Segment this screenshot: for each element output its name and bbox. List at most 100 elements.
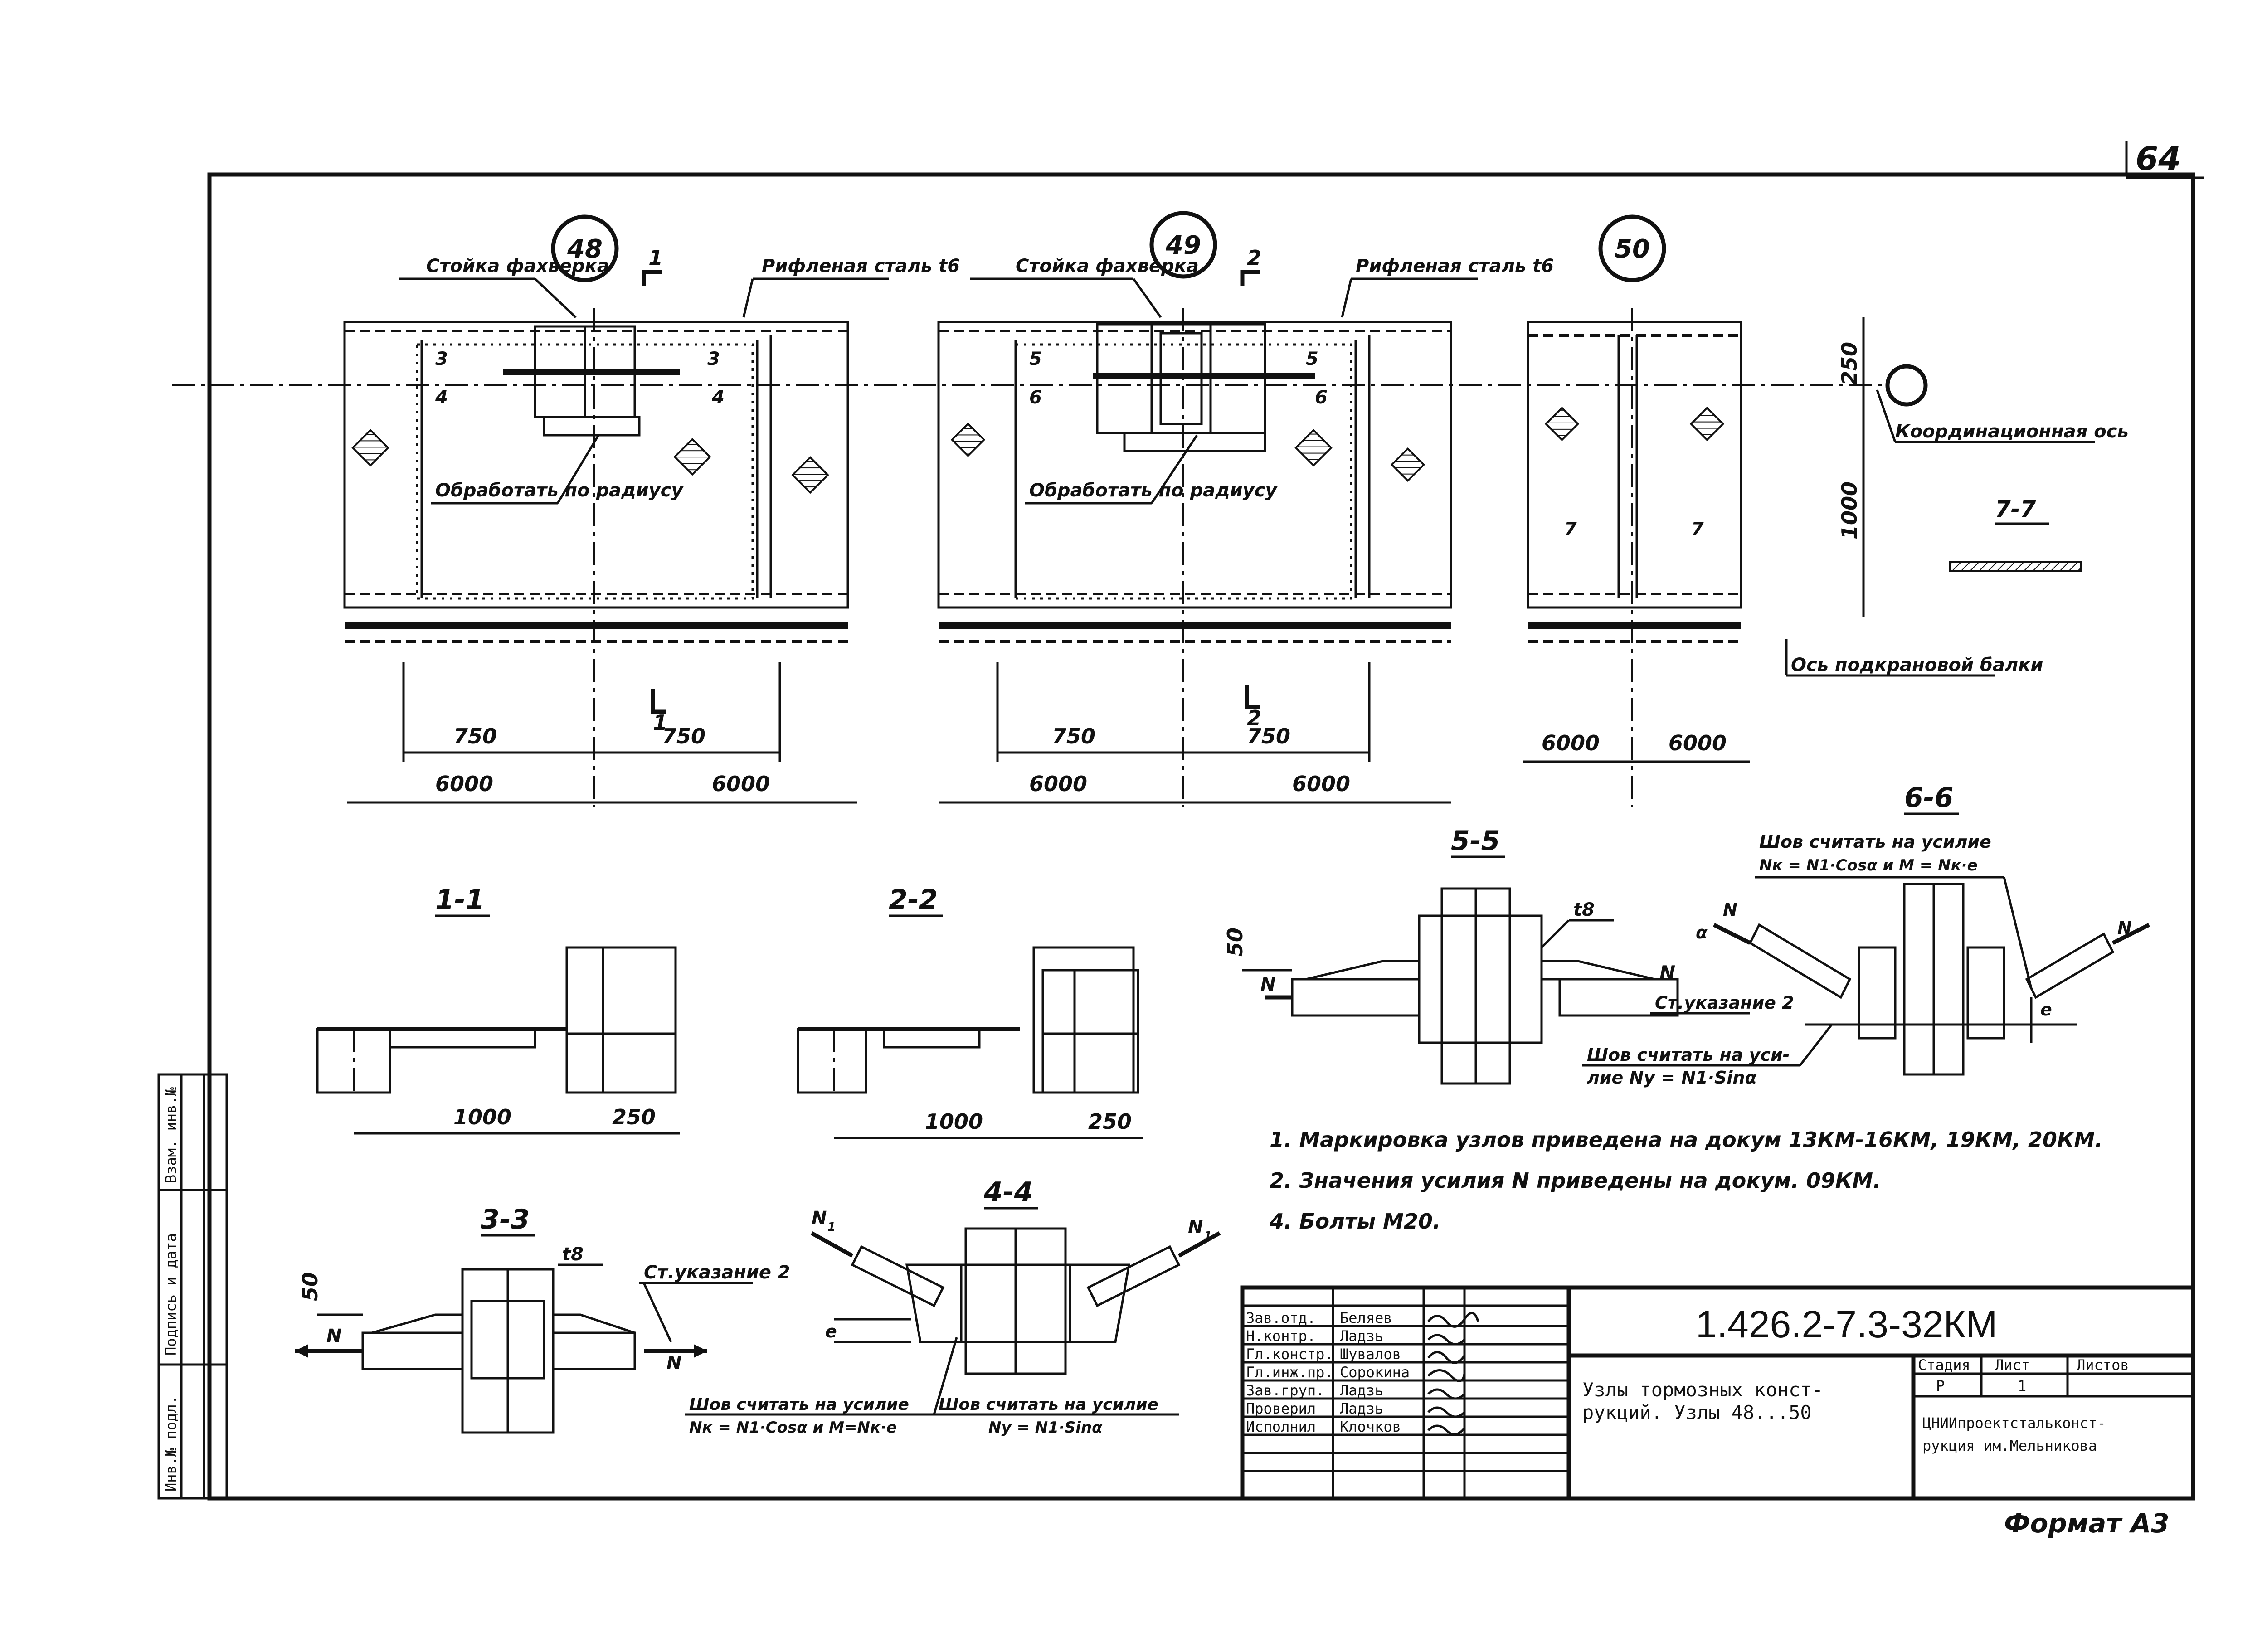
node-49-callout-column: Стойка фахверка — [1016, 256, 1199, 277]
svg-text:3: 3 — [707, 349, 720, 369]
signature-mark — [1427, 1334, 1465, 1346]
node-48-number: 48 — [567, 234, 603, 264]
section-6-6-weld2-formula: лие Ny = N1·Sinα — [1587, 1068, 1757, 1088]
signature-rows: Зав.отд. Беляев Н.контр. Ладзь Гл.констр… — [1242, 1309, 1569, 1472]
node-49-callout-radius: Обработать по радиусу — [1029, 480, 1278, 501]
stamp-inv-no: Инв.№ подл. — [162, 1395, 180, 1492]
section-6-6-weld-title: Шов считать на усилие — [1759, 832, 1991, 852]
stamp-signature-date: Подпись и дата — [162, 1233, 180, 1356]
svg-text:Гл.констр.: Гл.констр. — [1246, 1346, 1333, 1363]
svg-text:Сорокина: Сорокина — [1340, 1364, 1410, 1381]
node-50: 50 7 7 Координационная ось 250 1000 7-7 … — [172, 214, 2129, 807]
node-48-marker — [551, 214, 619, 282]
section-6-6-weld-formula: Nк = N1·Cosα и M = Nк·e — [1759, 856, 1978, 875]
svg-text:250: 250 — [1088, 1109, 1132, 1134]
section-4-4-weld1-formula: Nк = N1·Cosα и M=Nк·e — [689, 1419, 897, 1437]
node-48-callout-radius: Обработать по радиусу — [435, 480, 684, 501]
coord-axis-label: Координационная ось — [1895, 421, 2129, 442]
svg-text:Зав.отд.: Зав.отд. — [1246, 1309, 1316, 1326]
svg-text:1: 1 — [1204, 1229, 1212, 1243]
signature-mark — [1427, 1351, 1466, 1364]
svg-text:50: 50 — [298, 1272, 322, 1301]
svg-text:5: 5 — [1306, 349, 1318, 369]
svg-text:t8: t8 — [1573, 899, 1595, 920]
note-1: 1. Маркировка узлов приведена на докум 1… — [1270, 1127, 2103, 1152]
svg-text:N: N — [1188, 1217, 1203, 1238]
svg-text:N: N — [1260, 974, 1275, 995]
svg-text:N: N — [812, 1208, 827, 1229]
section-3-3-ref: Ст.указание 2 — [644, 1262, 790, 1283]
title-line-1: Узлы тормозных конст- — [1582, 1379, 1823, 1401]
node-48-callout-plate: Рифленая сталь t6 — [762, 256, 960, 277]
title-block: 1.426.2-7.3-32КМ Узлы тормозных конст- р… — [1240, 1285, 2195, 1501]
section-1-1-title: 1-1 — [435, 884, 484, 916]
svg-text:e: e — [825, 1322, 837, 1341]
svg-text:6000: 6000 — [1029, 772, 1087, 796]
svg-text:N: N — [1659, 962, 1675, 984]
node-50-number: 50 — [1615, 234, 1650, 264]
svg-text:1: 1 — [827, 1220, 836, 1234]
svg-text:4: 4 — [711, 387, 725, 408]
svg-text:Клочков: Клочков — [1340, 1418, 1401, 1435]
svg-text:Зав.груп.: Зав.груп. — [1246, 1382, 1324, 1399]
crane-axis-label: Ось подкрановой балки — [1791, 655, 2043, 675]
section-6-6: 6-6 Шов считать на усилие Nк = N1·Cosα и… — [1582, 782, 2150, 1088]
node-48-section-top: 1 — [648, 246, 663, 270]
section-3-3: 3-3 t8 50 N Ст.указание 2 N — [295, 1204, 790, 1434]
svg-text:Гл.инж.пр.: Гл.инж.пр. — [1246, 1364, 1333, 1381]
svg-text:1000: 1000 — [925, 1109, 983, 1134]
svg-text:5: 5 — [1029, 349, 1042, 369]
notes: 1. Маркировка узлов приведена на докум 1… — [1269, 1127, 2103, 1234]
section-2-2: 2-2 1000 250 — [797, 884, 1143, 1139]
side-stamp: Инв.№ подл. Подпись и дата Взам. инв.№ — [157, 1073, 228, 1500]
svg-text:1000: 1000 — [1837, 481, 1862, 539]
svg-text:N: N — [326, 1326, 341, 1346]
section-4-4-weld2-formula: Ny = N1·Sinα — [988, 1419, 1103, 1437]
svg-text:Ладзь: Ладзь — [1340, 1400, 1383, 1417]
section-5-5: 5-5 t8 50 N N Ст.указание 2 — [1223, 825, 1794, 1085]
svg-text:6000: 6000 — [712, 772, 770, 796]
svg-text:4: 4 — [435, 387, 448, 408]
svg-text:750: 750 — [662, 724, 705, 748]
note-4: 4. Болты М20. — [1269, 1209, 1440, 1234]
title-line-2: рукций. Узлы 48...50 — [1582, 1401, 1812, 1424]
svg-text:2: 2 — [1247, 706, 1261, 730]
section-5-5-ref: Ст.указание 2 — [1655, 993, 1794, 1013]
document-code: 1.426.2-7.3-32КМ — [1696, 1303, 1997, 1346]
node-49-number: 49 — [1165, 231, 1201, 260]
svg-text:3: 3 — [435, 349, 448, 369]
svg-text:6: 6 — [1029, 387, 1042, 408]
svg-text:Р: Р — [1936, 1377, 1945, 1394]
svg-text:Проверил: Проверил — [1246, 1400, 1316, 1417]
page-number: 64 — [2136, 140, 2181, 178]
section-4-4: 4-4 N 1 N 1 e Шов считать на усилие Nк =… — [685, 1176, 1221, 1437]
node-50-marker — [1598, 214, 1666, 282]
section-6-6-weld2-title: Шов считать на уси- — [1587, 1045, 1790, 1065]
svg-text:750: 750 — [1247, 724, 1290, 748]
svg-text:t8: t8 — [562, 1244, 584, 1265]
svg-text:750: 750 — [1052, 724, 1095, 748]
signature-mark — [1427, 1424, 1465, 1436]
svg-text:Н.контр.: Н.контр. — [1246, 1327, 1316, 1345]
svg-text:N: N — [2117, 918, 2132, 938]
svg-text:Исполнил: Исполнил — [1246, 1418, 1316, 1435]
format-label: Формат А3 — [2004, 1508, 2169, 1539]
svg-text:750: 750 — [453, 724, 497, 748]
section-4-4-title: 4-4 — [983, 1176, 1033, 1208]
svg-text:50: 50 — [1223, 928, 1247, 957]
svg-text:Беляев: Беляев — [1340, 1309, 1392, 1326]
section-7-7-title: 7-7 — [1995, 496, 2036, 522]
section-2-2-title: 2-2 — [889, 884, 938, 916]
svg-text:6: 6 — [1315, 387, 1328, 408]
note-2: 2. Значения усилия N приведены на докум.… — [1270, 1168, 1881, 1193]
node-48: 48 Стойка фахверка Рифленая сталь t6 1 3… — [343, 214, 960, 807]
svg-text:N: N — [1723, 900, 1737, 920]
section-5-5-title: 5-5 — [1451, 825, 1500, 857]
svg-text:1: 1 — [2018, 1377, 2026, 1394]
svg-text:2: 2 — [1247, 246, 1261, 270]
node-49-marker — [1149, 211, 1217, 279]
signature-mark — [1427, 1369, 1466, 1382]
svg-text:Ладзь: Ладзь — [1340, 1382, 1383, 1399]
svg-text:1: 1 — [653, 710, 667, 735]
